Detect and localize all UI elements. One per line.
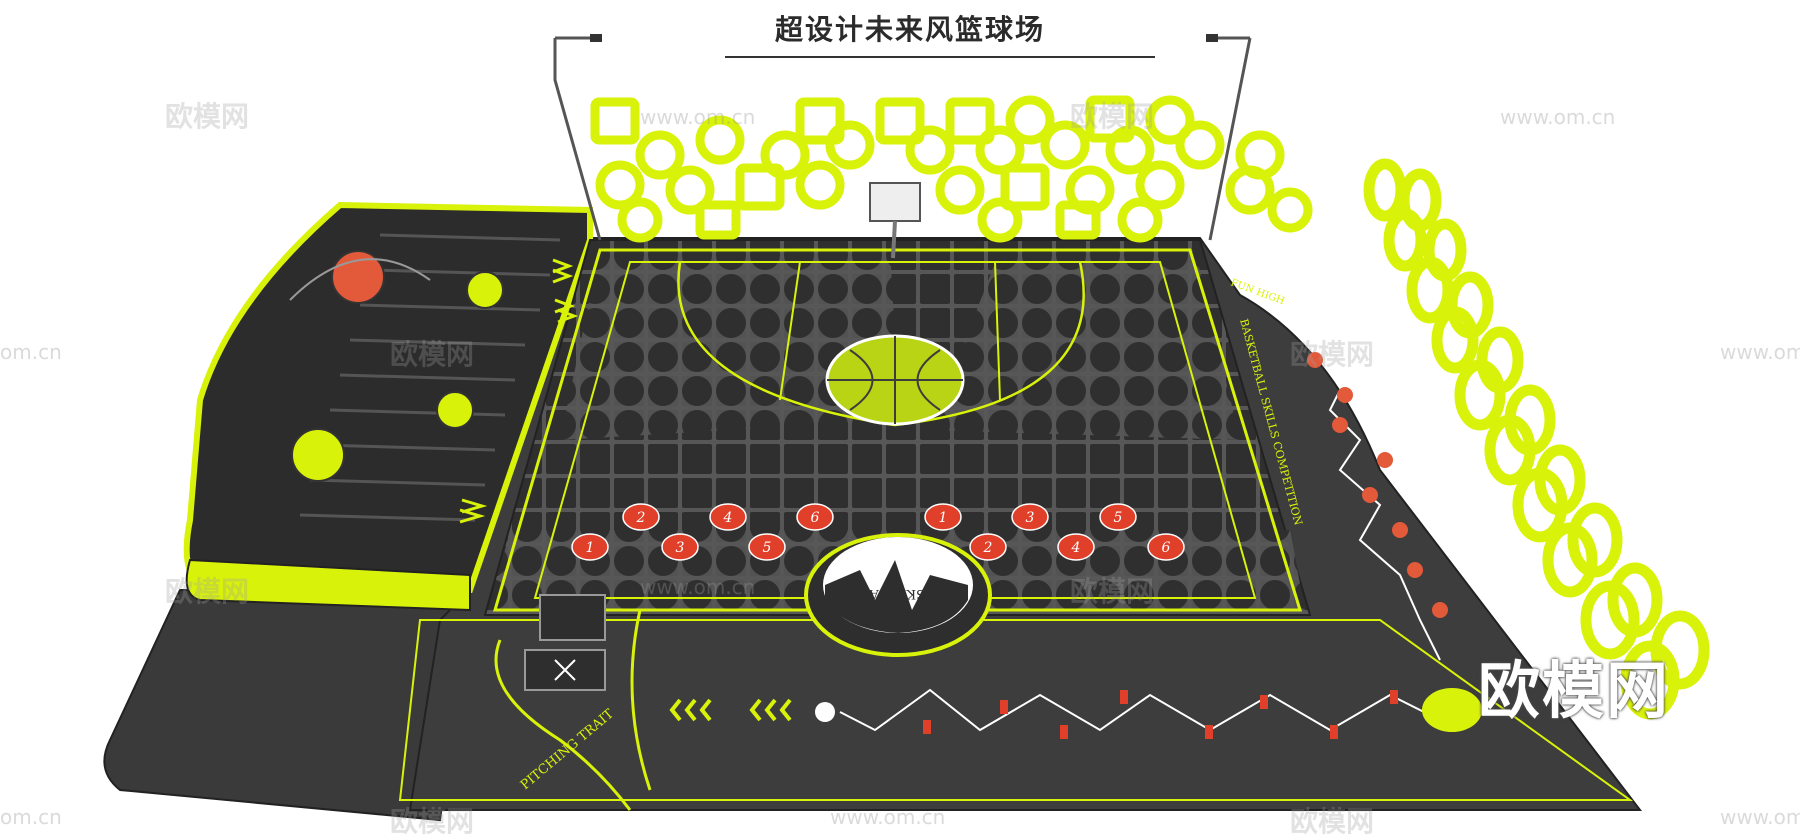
marker-number: 4 <box>1071 540 1081 556</box>
court-inner-line <box>533 261 1257 599</box>
marker-number: 6 <box>811 510 820 526</box>
ring-wall-back <box>590 95 1313 243</box>
marker-number: 1 <box>586 540 595 556</box>
ring-wall-right <box>1363 158 1710 720</box>
apron-left <box>103 589 472 822</box>
marker-number: 4 <box>723 510 733 526</box>
free-throw-lane <box>779 261 1001 401</box>
page-title: 超设计未来风篮球场 <box>774 13 1045 46</box>
court-surface-circles-2 <box>930 250 1240 440</box>
number-marker-r1-2: 4 <box>709 503 747 531</box>
logo-zigzag <box>825 560 968 633</box>
number-marker-r1-4: 1 <box>924 503 962 531</box>
marker-number: 3 <box>1026 510 1035 526</box>
number-marker-r2-2: 3 <box>661 533 699 561</box>
light-left <box>590 34 602 42</box>
number-marker-r2-6: 6 <box>1147 533 1185 561</box>
marker-circle <box>571 533 609 561</box>
marker-number: 6 <box>1162 540 1171 556</box>
pitching-frame <box>539 594 606 641</box>
dribble-cones <box>923 690 1398 739</box>
bleacher-base <box>185 558 471 612</box>
chevrons-left <box>669 698 792 722</box>
pitching-track-2 <box>630 609 652 791</box>
dribble-zigzag <box>839 688 1431 732</box>
number-marker-r2-5: 4 <box>1057 533 1095 561</box>
pitching-track <box>494 639 632 811</box>
marker-number: 2 <box>636 510 646 526</box>
right-zigzag-balls <box>1307 352 1448 618</box>
watermark-large: 欧模网 <box>1478 654 1671 727</box>
marker-circle <box>1011 503 1049 531</box>
marker-number: 5 <box>1114 510 1123 526</box>
dribble-end-pad <box>1422 688 1482 732</box>
dribble-start <box>815 702 835 722</box>
bleacher-ball-yellow-1 <box>466 271 504 309</box>
court-boundary <box>493 248 1303 612</box>
bleacher-steps <box>299 233 561 522</box>
number-marker-r1-1: 2 <box>622 503 660 531</box>
pitching-x-mark <box>554 659 576 681</box>
number-marker-r2-3: 5 <box>748 533 786 561</box>
title-underline <box>725 56 1155 58</box>
marker-number: 1 <box>939 510 948 526</box>
number-marker-r1-5: 3 <box>1011 503 1049 531</box>
marker-circle <box>924 503 962 531</box>
light-pole-right <box>1208 36 1252 241</box>
light-pole-left <box>553 36 602 241</box>
marker-circle <box>748 533 786 561</box>
marker-circle <box>1057 533 1095 561</box>
bleacher-ball-yellow-2 <box>436 391 474 429</box>
marker-circle <box>969 533 1007 561</box>
hoop-pole <box>891 220 897 259</box>
apron-border <box>398 619 1634 801</box>
marker-circle <box>1147 533 1185 561</box>
marker-circle <box>796 503 834 531</box>
marker-number: 2 <box>983 540 993 556</box>
marker-circle <box>622 503 660 531</box>
number-marker-r1-3: 6 <box>796 503 834 531</box>
marker-circle <box>1099 503 1137 531</box>
bleacher-hoop-arc <box>289 258 431 301</box>
ball-seams <box>827 336 963 424</box>
number-marker-r2-1: 1 <box>571 533 609 561</box>
court-surface-circles <box>560 250 900 440</box>
marker-circle <box>661 533 699 561</box>
tri-arrows <box>459 258 579 524</box>
marker-circle <box>709 503 747 531</box>
bleacher-ball-yellow-3 <box>291 428 345 482</box>
center-logo-text: BASKETBALL <box>852 586 944 601</box>
marker-number: 3 <box>676 540 685 556</box>
number-marker-r1-6: 5 <box>1099 503 1137 531</box>
marker-number: 5 <box>763 540 772 556</box>
light-right <box>1206 34 1218 42</box>
backboard <box>869 182 921 222</box>
number-marker-r2-4: 2 <box>969 533 1007 561</box>
